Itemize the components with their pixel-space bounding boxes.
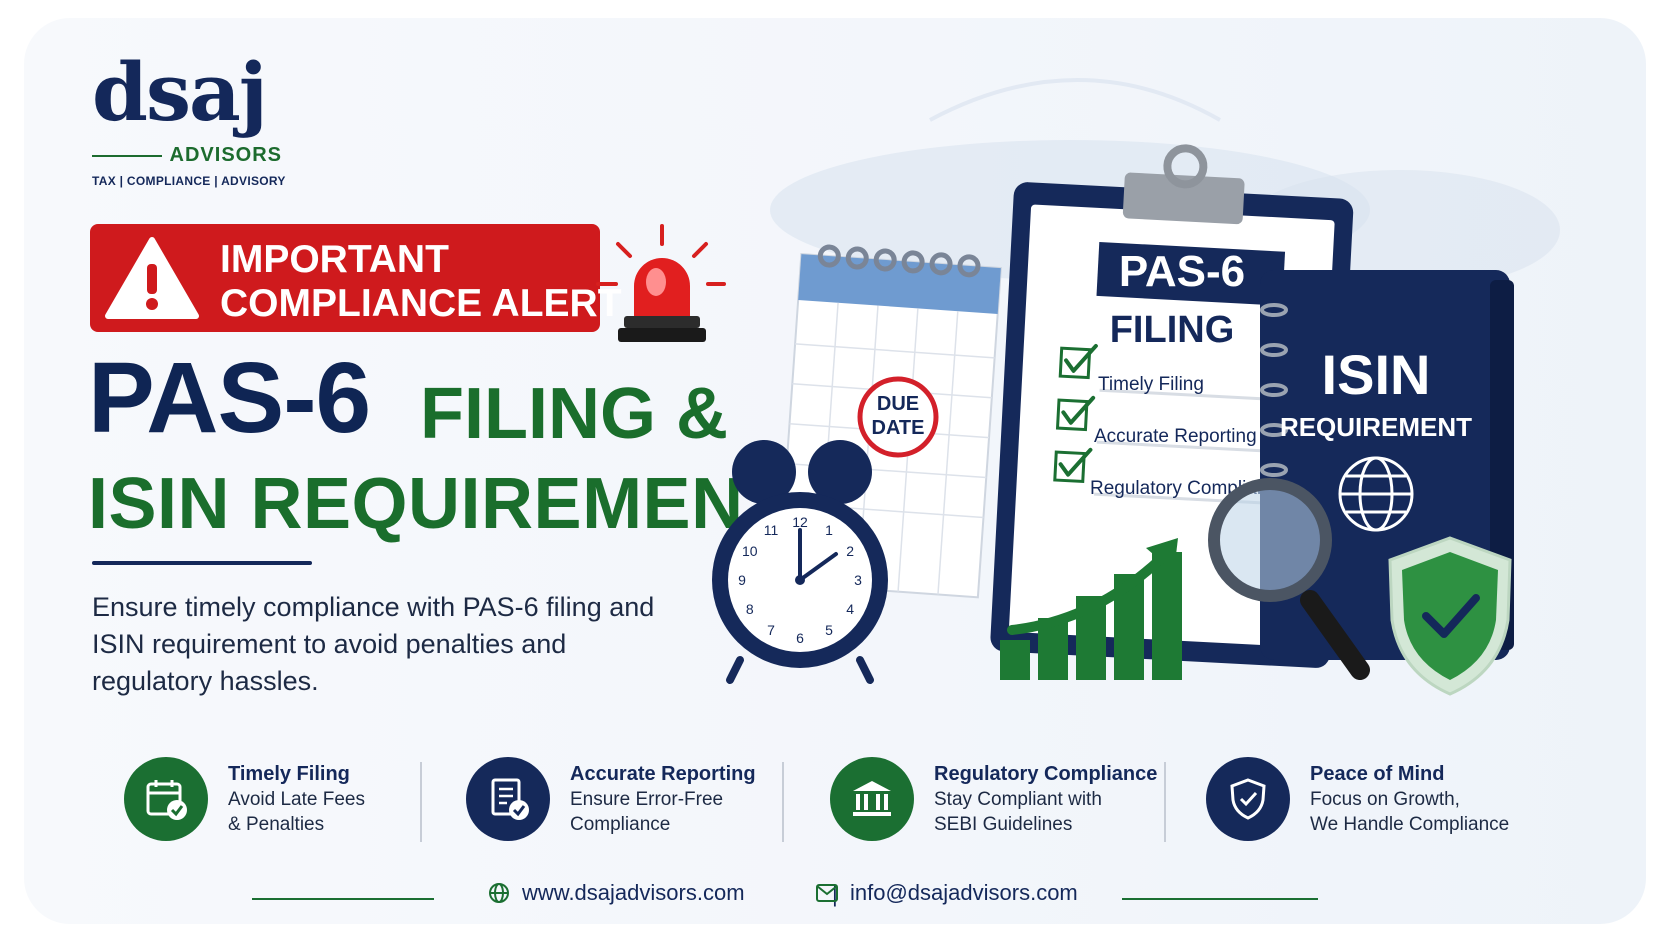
mail-icon bbox=[816, 884, 838, 902]
alert-line-1: IMPORTANT bbox=[220, 238, 449, 281]
book-subtitle: REQUIREMENT bbox=[1280, 412, 1472, 442]
headline-filing: FILING & bbox=[420, 374, 728, 454]
shield-check-icon bbox=[1388, 536, 1512, 696]
shield-check-icon bbox=[1206, 757, 1290, 841]
brand-subtitle: ADVISORS bbox=[92, 144, 282, 167]
feature-title: Accurate Reporting bbox=[570, 763, 756, 785]
feature-desc-line2: & Penalties bbox=[228, 814, 325, 835]
feature-desc-line1: Focus on Growth, bbox=[1310, 789, 1460, 810]
headline-isin-requirement: ISIN REQUIREMENT bbox=[88, 464, 789, 544]
clock-number: 11 bbox=[764, 522, 779, 538]
footer-email-text: info@dsajadvisors.com bbox=[850, 880, 1078, 905]
chart-bar bbox=[1152, 552, 1182, 680]
warning-icon bbox=[105, 237, 199, 319]
book-title: ISIN bbox=[1322, 343, 1431, 406]
clock-number: 9 bbox=[738, 572, 746, 588]
feature-divider bbox=[420, 762, 422, 842]
feature-accurate-reporting: Accurate Reporting Ensure Error-Free Com… bbox=[466, 754, 756, 844]
logo-line-left bbox=[92, 154, 162, 157]
checklist-item-2: Accurate Reporting bbox=[1094, 426, 1257, 447]
clipboard-subtitle: FILING bbox=[1110, 309, 1235, 351]
alert-line-2: COMPLIANCE ALERT bbox=[220, 282, 622, 325]
checklist-item-1: Timely Filing bbox=[1098, 374, 1204, 395]
feature-peace-of-mind: Peace of Mind Focus on Growth, We Handle… bbox=[1206, 754, 1509, 844]
document-check-icon bbox=[466, 757, 550, 841]
footer-line-left bbox=[252, 898, 434, 900]
clock-number: 8 bbox=[746, 601, 754, 617]
headline-underline bbox=[92, 561, 312, 565]
clock-number: 3 bbox=[854, 572, 862, 588]
alert-text: IMPORTANT COMPLIANCE ALERT bbox=[220, 238, 622, 326]
headline-pas6: PAS-6 bbox=[88, 342, 371, 454]
clock-number: 6 bbox=[796, 630, 804, 646]
feature-desc-line1: Avoid Late Fees bbox=[228, 789, 365, 810]
globe-icon bbox=[489, 883, 509, 903]
clock-number: 7 bbox=[767, 622, 775, 638]
siren-icon bbox=[596, 224, 726, 342]
feature-timely-filing: Timely Filing Avoid Late Fees & Penaltie… bbox=[124, 754, 365, 844]
brand-sub-text: ADVISORS bbox=[169, 144, 282, 166]
feature-title: Regulatory Compliance bbox=[934, 763, 1158, 785]
due-date-line1: DUE bbox=[877, 393, 919, 415]
feature-desc-line1: Ensure Error-Free bbox=[570, 789, 724, 810]
description-text: Ensure timely compliance with PAS-6 fili… bbox=[92, 592, 655, 696]
clock-number: 2 bbox=[846, 543, 854, 559]
due-date-line2: DATE bbox=[872, 417, 925, 439]
clipboard-title: PAS-6 bbox=[1119, 247, 1245, 296]
feature-desc-line2: SEBI Guidelines bbox=[934, 814, 1073, 835]
feature-divider bbox=[782, 762, 784, 842]
feature-title: Peace of Mind bbox=[1310, 763, 1445, 785]
chart-bar bbox=[1000, 640, 1030, 680]
footer-separator: | bbox=[832, 882, 838, 907]
footer-email-link[interactable]: info@dsajadvisors.com bbox=[816, 880, 1078, 906]
feature-desc-line2: We Handle Compliance bbox=[1310, 814, 1510, 835]
footer-website-link[interactable]: www.dsajadvisors.com bbox=[488, 880, 745, 906]
feature-title: Timely Filing bbox=[228, 763, 350, 785]
clock-number: 10 bbox=[742, 543, 758, 559]
footer-line-right bbox=[1122, 898, 1318, 900]
clock-number: 1 bbox=[825, 522, 833, 538]
feature-regulatory-compliance: Regulatory Compliance Stay Compliant wit… bbox=[830, 754, 1157, 844]
bank-building-icon bbox=[830, 757, 914, 841]
feature-divider bbox=[1164, 762, 1166, 842]
clock-number: 12 bbox=[792, 514, 808, 530]
clock-number: 5 bbox=[825, 622, 833, 638]
brand-logo: dsaj bbox=[92, 45, 268, 139]
calendar-check-icon bbox=[124, 757, 208, 841]
feature-desc-line1: Stay Compliant with bbox=[934, 789, 1102, 810]
clock-number: 4 bbox=[846, 601, 854, 617]
footer-website-text: www.dsajadvisors.com bbox=[522, 880, 745, 905]
brand-tagline: TAX | COMPLIANCE | ADVISORY bbox=[92, 174, 286, 188]
magnifier-icon bbox=[1208, 478, 1370, 680]
growth-arrow-icon bbox=[1007, 545, 1175, 635]
feature-desc-line2: Compliance bbox=[570, 814, 671, 835]
due-date-stamp bbox=[857, 376, 939, 458]
